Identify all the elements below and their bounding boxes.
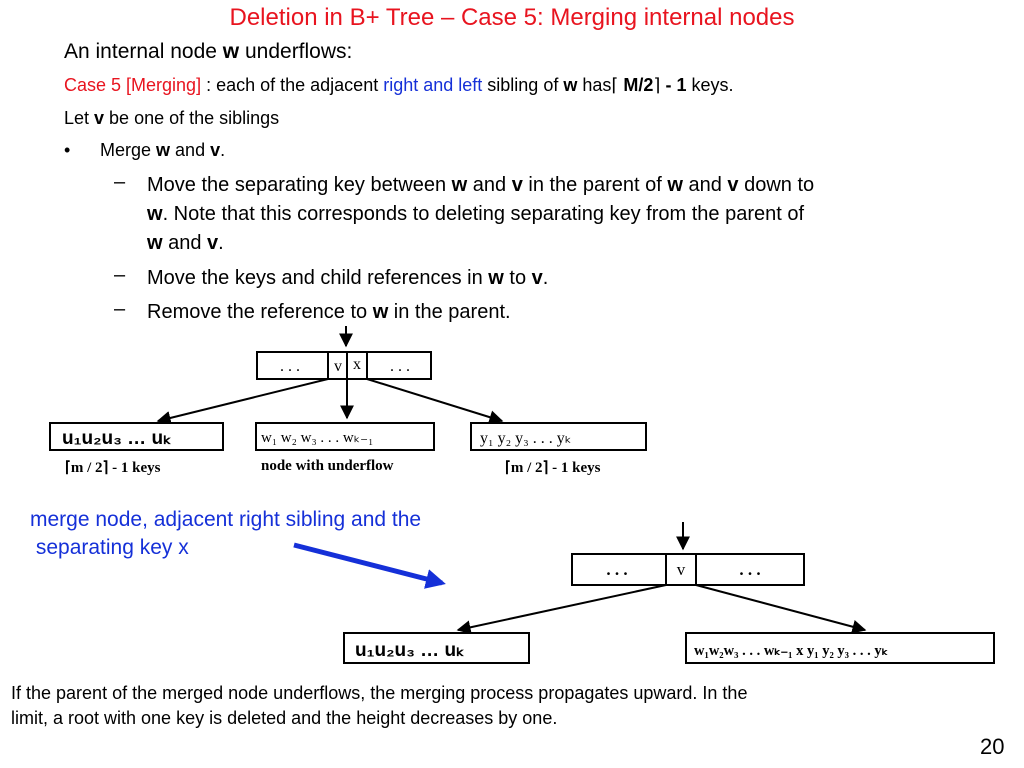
- top-parent-key-v: v: [334, 358, 342, 375]
- bottom-parent-key-v: v: [677, 560, 686, 579]
- sub-item-1: – Move the separating key between w and …: [114, 171, 994, 261]
- top-right-node: y₁ y₂ y₃ . . . yₖ ⌈m / 2⌉ - 1 keys: [470, 422, 647, 476]
- ceil-left-symbol: ⌈: [611, 75, 619, 95]
- s1l3-w: w: [147, 232, 163, 254]
- bullet-v: v: [210, 140, 221, 160]
- s3-b: in the parent.: [388, 301, 511, 323]
- footer-line-1: If the parent of the merged node underfl…: [11, 683, 748, 703]
- let-line: Let v be one of the siblings: [64, 108, 279, 129]
- bullet-merge: • Merge w and v.: [64, 140, 225, 161]
- case-text-2: sibling of: [482, 75, 564, 95]
- top-parent-left-dots: . . .: [280, 358, 300, 375]
- bottom-left-node: u₁u₂u₃ … uₖ: [343, 632, 530, 664]
- sub-dash-3: –: [114, 298, 126, 320]
- s1l3-a: and: [162, 232, 208, 254]
- top-middle-caption: node with underflow: [261, 458, 394, 474]
- s1-c: in the parent of: [522, 174, 668, 196]
- s1-v2: v: [727, 174, 739, 196]
- merge-caption: merge node, adjacent right sibling and t…: [30, 506, 421, 562]
- merge-caption-line-1: merge node, adjacent right sibling and t…: [30, 508, 422, 531]
- merge-caption-line-2: separating key x: [30, 536, 189, 559]
- s1-a: Move the separating key between: [147, 174, 452, 196]
- intro-line: An internal node w underflows:: [64, 40, 352, 64]
- top-arrow-left: [156, 378, 329, 425]
- sub-item-1-line-3: w and v.: [147, 229, 224, 257]
- case-minus-one: - 1: [660, 75, 687, 95]
- top-middle-node: w₁ w₂ w₃ . . . wₖ₋₁ node with underflow: [255, 422, 435, 474]
- s1-d: and: [682, 174, 728, 196]
- sub-item-2-text: Move the keys and child references in w …: [147, 264, 548, 292]
- s1l2-w: w: [147, 203, 163, 225]
- case-var-w: w: [563, 75, 578, 95]
- s1-w: w: [451, 174, 468, 196]
- footer-line-2: limit, a root with one key is deleted an…: [11, 708, 558, 728]
- case-m-half: M/2: [618, 75, 654, 95]
- page-number: 20: [980, 734, 1005, 759]
- let-prefix: Let: [64, 108, 95, 128]
- s2-b: to: [503, 267, 532, 289]
- top-left-node-keys: u₁u₂u₃ … uₖ: [62, 428, 171, 449]
- intro-suffix: underflows:: [239, 40, 353, 63]
- bullet-and: and: [170, 140, 211, 160]
- slide-title: Deletion in B+ Tree – Case 5: Merging in…: [229, 4, 795, 31]
- sub-dash-2: –: [114, 264, 126, 286]
- bullet-w: w: [156, 140, 171, 160]
- sub-item-1-line-1: Move the separating key between w and v …: [147, 171, 814, 199]
- intro-prefix: An internal node: [64, 40, 223, 63]
- let-var-v: v: [94, 108, 105, 128]
- top-tree: . . . v x . . . u₁u₂u₃ … uₖ ⌈m / 2⌉ - 1 …: [49, 326, 647, 476]
- bottom-tree: . . . v . . . u₁u₂u₃ … uₖ w₁w₂w₃ . . . w…: [343, 522, 995, 664]
- bullet-mark: •: [64, 140, 71, 160]
- case-text-1: : each of the adjacent: [201, 75, 384, 95]
- top-right-caption: ⌈m / 2⌉ - 1 keys: [505, 460, 601, 476]
- footer-note: If the parent of the merged node underfl…: [11, 681, 747, 731]
- s3-a: Remove the reference to: [147, 301, 373, 323]
- s1-b: and: [467, 174, 512, 196]
- s1-v: v: [511, 174, 523, 196]
- bullet-period: .: [220, 140, 226, 160]
- case-text-blue: right and left: [383, 75, 483, 95]
- bottom-parent-right-dots: . . .: [739, 560, 760, 579]
- merged-node-keys: w₁w₂w₃ . . . wₖ₋₁ x y₁ y₂ y₃ . . . yₖ: [694, 643, 889, 659]
- sub-item-2: – Move the keys and child references in …: [114, 264, 994, 294]
- top-arrow-right: [366, 378, 504, 424]
- top-right-node-keys: y₁ y₂ y₃ . . . yₖ: [480, 430, 572, 447]
- case-text-4: keys.: [686, 75, 734, 95]
- case-text-3: has: [577, 75, 612, 95]
- bullet-prefix: Merge: [100, 140, 157, 160]
- sub-item-3: – Remove the reference to w in the paren…: [114, 298, 994, 328]
- s1-e: down to: [738, 174, 815, 196]
- merge-arrow: [293, 542, 446, 589]
- s3-w: w: [372, 301, 389, 323]
- s1l3-v: v: [207, 232, 219, 254]
- let-suffix: be one of the siblings: [104, 108, 280, 128]
- s1-w2: w: [667, 174, 683, 196]
- bottom-parent-node: . . . v . . .: [571, 553, 805, 586]
- s2-c: .: [542, 267, 549, 289]
- bottom-arrow-left: [456, 584, 667, 635]
- sub-item-1-line-2: w. Note that this corresponds to deletin…: [147, 200, 804, 228]
- s2-w: w: [488, 267, 504, 289]
- bottom-arrow-right: [695, 584, 867, 634]
- case-line: Case 5 [Merging] : each of the adjacent …: [64, 75, 733, 96]
- top-left-caption: ⌈m / 2⌉ - 1 keys: [65, 460, 161, 476]
- bottom-left-node-keys: u₁u₂u₃ … uₖ: [355, 640, 464, 661]
- s1l3-b: .: [218, 232, 224, 254]
- top-left-node: u₁u₂u₃ … uₖ ⌈m / 2⌉ - 1 keys: [49, 422, 224, 476]
- sub-dash-1: –: [114, 171, 126, 193]
- intro-var-w: w: [222, 40, 240, 63]
- top-parent-node: . . . v x . . .: [256, 351, 432, 380]
- s1l2-a: . Note that this corresponds to deleting…: [162, 203, 805, 225]
- ceil-right-symbol: ⌉: [653, 75, 661, 95]
- s2-v: v: [531, 267, 543, 289]
- top-middle-node-keys: w₁ w₂ w₃ . . . wₖ₋₁: [261, 430, 373, 446]
- top-parent-key-x: x: [353, 356, 361, 373]
- bottom-parent-left-dots: . . .: [606, 560, 627, 579]
- sub-item-3-text: Remove the reference to w in the parent.: [147, 298, 511, 326]
- top-parent-right-dots: . . .: [390, 358, 410, 375]
- s2-a: Move the keys and child references in: [147, 267, 489, 289]
- case-label: Case 5 [Merging]: [64, 75, 202, 95]
- bottom-merged-node: w₁w₂w₃ . . . wₖ₋₁ x y₁ y₂ y₃ . . . yₖ: [685, 632, 995, 664]
